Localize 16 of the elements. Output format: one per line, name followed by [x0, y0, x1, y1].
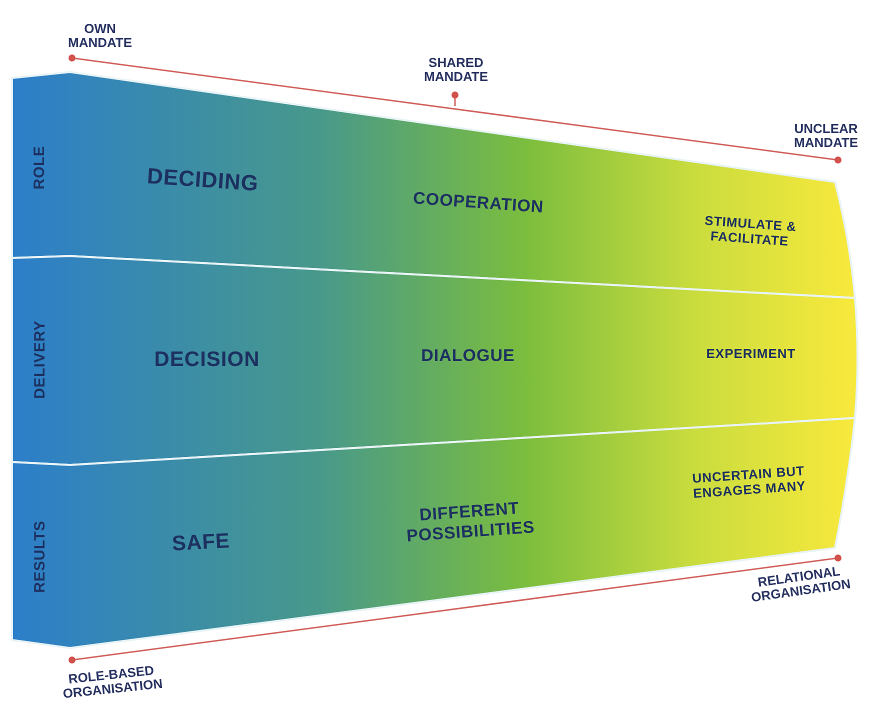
scale-label: SHARED MANDATE [422, 56, 490, 84]
scale-label: OWN MANDATE [66, 22, 134, 50]
cell-text: EXPERIMENT [706, 346, 796, 362]
cell-text: UNCERTAIN BUT ENGAGES MANY [690, 464, 808, 502]
scale-label: UNCLEAR MANDATE [792, 122, 860, 150]
cell-text: DIALOGUE [421, 346, 515, 366]
cell-text: DECISION [154, 348, 260, 372]
cell-text: SAFE [171, 529, 231, 557]
row-label: DELIVERY [31, 320, 49, 400]
cell-text: DIFFERENT POSSIBILITIES [404, 498, 536, 546]
cell-text: COOPERATION [412, 188, 544, 218]
cell-text: DECIDING [146, 163, 260, 196]
row-label: ROLE [31, 146, 49, 190]
scale-label: ROLE-BASED ORGANISATION [61, 661, 164, 704]
row-label: RESULTS [31, 520, 49, 594]
cell-text: STIMULATE & FACILITATE [703, 212, 798, 251]
